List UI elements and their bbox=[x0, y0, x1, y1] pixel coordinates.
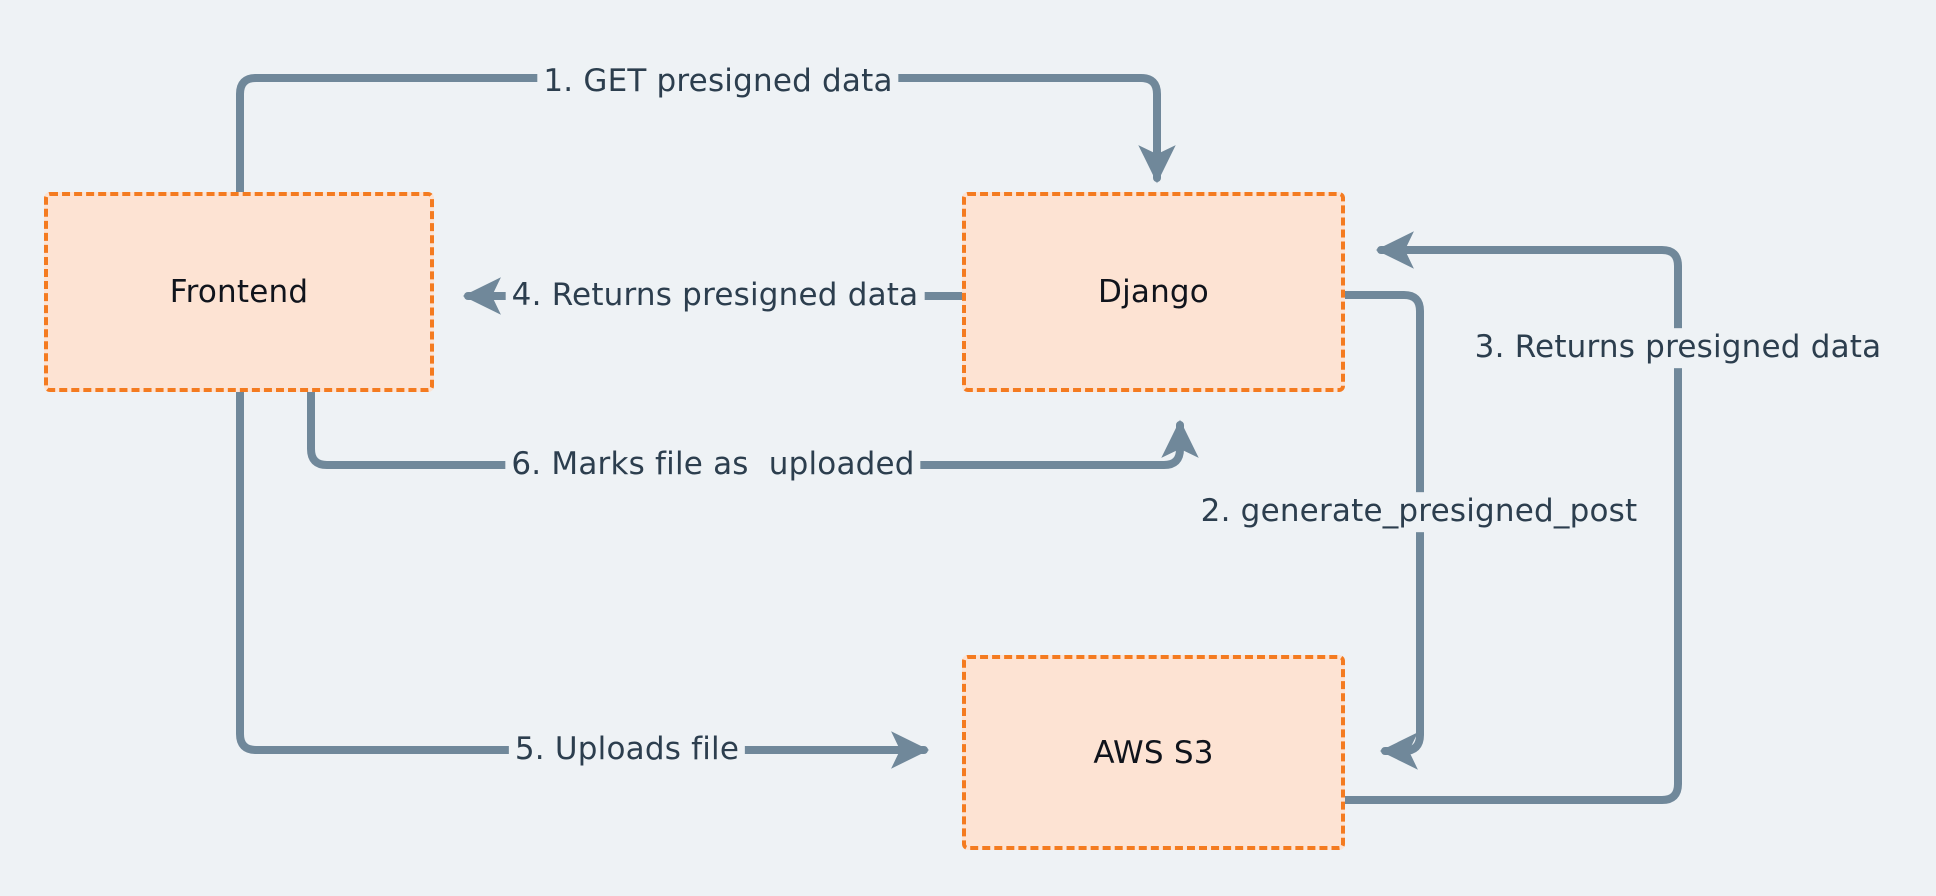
connector-5-uploads-file bbox=[236, 388, 930, 769]
edge-label-3: 3. Returns presigned data bbox=[1468, 328, 1888, 368]
node-aws-s3[interactable]: AWS S3 bbox=[962, 655, 1345, 850]
node-aws-s3-label: AWS S3 bbox=[1093, 734, 1214, 771]
edge-label-4: 4. Returns presigned data bbox=[505, 276, 925, 316]
node-django[interactable]: Django bbox=[962, 192, 1345, 392]
node-frontend-label: Frontend bbox=[169, 274, 309, 310]
edge-label-6: 6. Marks file as uploaded bbox=[505, 445, 921, 485]
node-frontend[interactable]: Frontend bbox=[44, 192, 434, 392]
edge-label-2: 2. generate_presigned_post bbox=[1194, 492, 1644, 532]
node-django-label: Django bbox=[1098, 274, 1209, 310]
connector-3-returns-presigned-data bbox=[1341, 231, 1682, 804]
edge-label-1: 1. GET presigned data bbox=[537, 62, 899, 102]
edge-label-5: 5. Uploads file bbox=[508, 730, 746, 770]
